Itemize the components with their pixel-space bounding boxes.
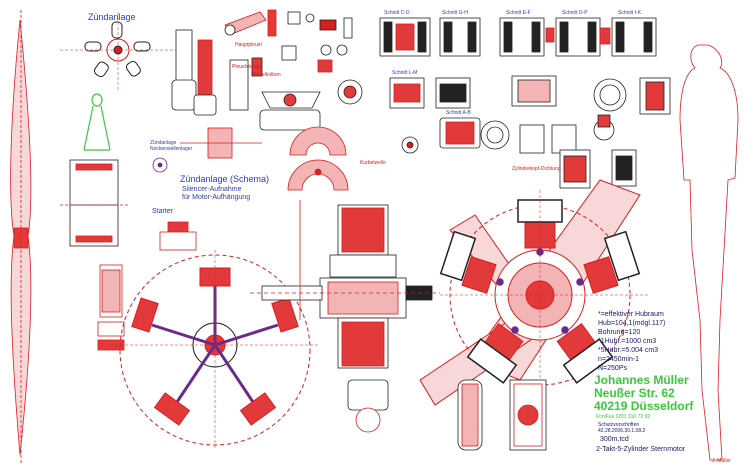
label-zylinder-dichtung: Zylinderkopf-Dichtung xyxy=(512,166,561,172)
label-pleuelkolben: Pleuelkolben xyxy=(252,72,281,78)
footer-scale: 300m,tcd xyxy=(600,436,629,443)
label-zuendanlage-schema: Zündanlage (Schema) xyxy=(180,174,270,184)
propeller-side-view xyxy=(10,10,32,465)
star-engine-front-left xyxy=(110,250,320,450)
label-silencer-1: Silencer-Aufnahme xyxy=(182,186,242,193)
cylinder-sections-top xyxy=(379,17,657,57)
spec-line: *=effektiver Hubraum xyxy=(598,311,664,318)
spark-plug-green xyxy=(83,93,111,151)
starter-part xyxy=(159,221,197,251)
label-kurbelwelle: Kurbelwelle xyxy=(360,160,386,166)
footer-small-1: Schutzvorschriften xyxy=(598,422,640,428)
label-schnitt-ef: Schnitt E-F xyxy=(506,10,531,16)
label-schnitt-gh: Schnitt G-H xyxy=(442,10,468,16)
footer-signature: J. Müller xyxy=(712,458,731,464)
star-engine-front-right xyxy=(419,179,650,406)
starter-housing-left xyxy=(60,159,130,247)
footer-small-2: 42.28.2006.30.1.08.2 xyxy=(598,428,646,434)
spec-line: N=250Ps xyxy=(598,365,627,372)
spec-line: Bohrung=120 xyxy=(598,329,641,336)
specs-block: *=effektiver Hubraum Hub=104,1(mögl.117)… xyxy=(598,310,665,373)
spec-line: Hub=104,1(mögl.117) xyxy=(598,320,666,327)
label-schnitt-op: Schnitt O-P xyxy=(562,10,588,16)
author-name: Johannes Müller xyxy=(594,373,689,387)
label-silencer-2: für Motor-Aufhängung xyxy=(182,194,251,201)
footer-title: 2-Takt-5-Zylinder Sternmotor xyxy=(596,446,686,453)
label-starter: Starter xyxy=(152,208,174,215)
author-city: 40219 Düsseldorf xyxy=(594,399,694,413)
label-zuendanlage-small: Zündanlage xyxy=(150,140,177,146)
label-schnitt-ab: Schnitt A-B xyxy=(446,110,471,116)
author-block: Johannes Müller Neußer Str. 62 40219 Düs… xyxy=(594,374,693,413)
cam-segments xyxy=(287,126,349,191)
flywheel-side xyxy=(457,379,547,451)
star-engine-side-view xyxy=(250,200,440,433)
label-nockenwellenlager: Nockenwellenlager xyxy=(150,146,193,152)
label-schnitt-lm: Schnitt L-M xyxy=(392,70,418,76)
author-phone: Fon/Fax 0211 310 72 92 xyxy=(596,414,651,420)
label-hauptpleuel: Hauptpleuel xyxy=(235,42,262,48)
spec-line: *1Hubr.=1000 cm3 xyxy=(598,338,657,345)
label-pleuelstange: Pleuelstange xyxy=(232,64,261,70)
spec-line: *5Hubr.=5.004 cm3 xyxy=(598,347,659,354)
ignition-star-top-left xyxy=(60,12,180,90)
parts-row-top xyxy=(171,9,353,131)
human-silhouette-scale xyxy=(679,44,739,461)
parts-row-middle xyxy=(337,75,671,189)
author-street: Neußer Str. 62 xyxy=(594,386,675,400)
spec-line: n=2450min-1 xyxy=(598,356,640,363)
label-zuendanlage-top: Zündanlage xyxy=(88,12,136,22)
cylinder-side-left xyxy=(97,264,125,351)
ignition-schematic xyxy=(152,127,262,173)
label-schnitt-ik: Schnitt I-K xyxy=(618,10,642,16)
label-schnitt-cd: Schnitt C-D xyxy=(384,10,410,16)
